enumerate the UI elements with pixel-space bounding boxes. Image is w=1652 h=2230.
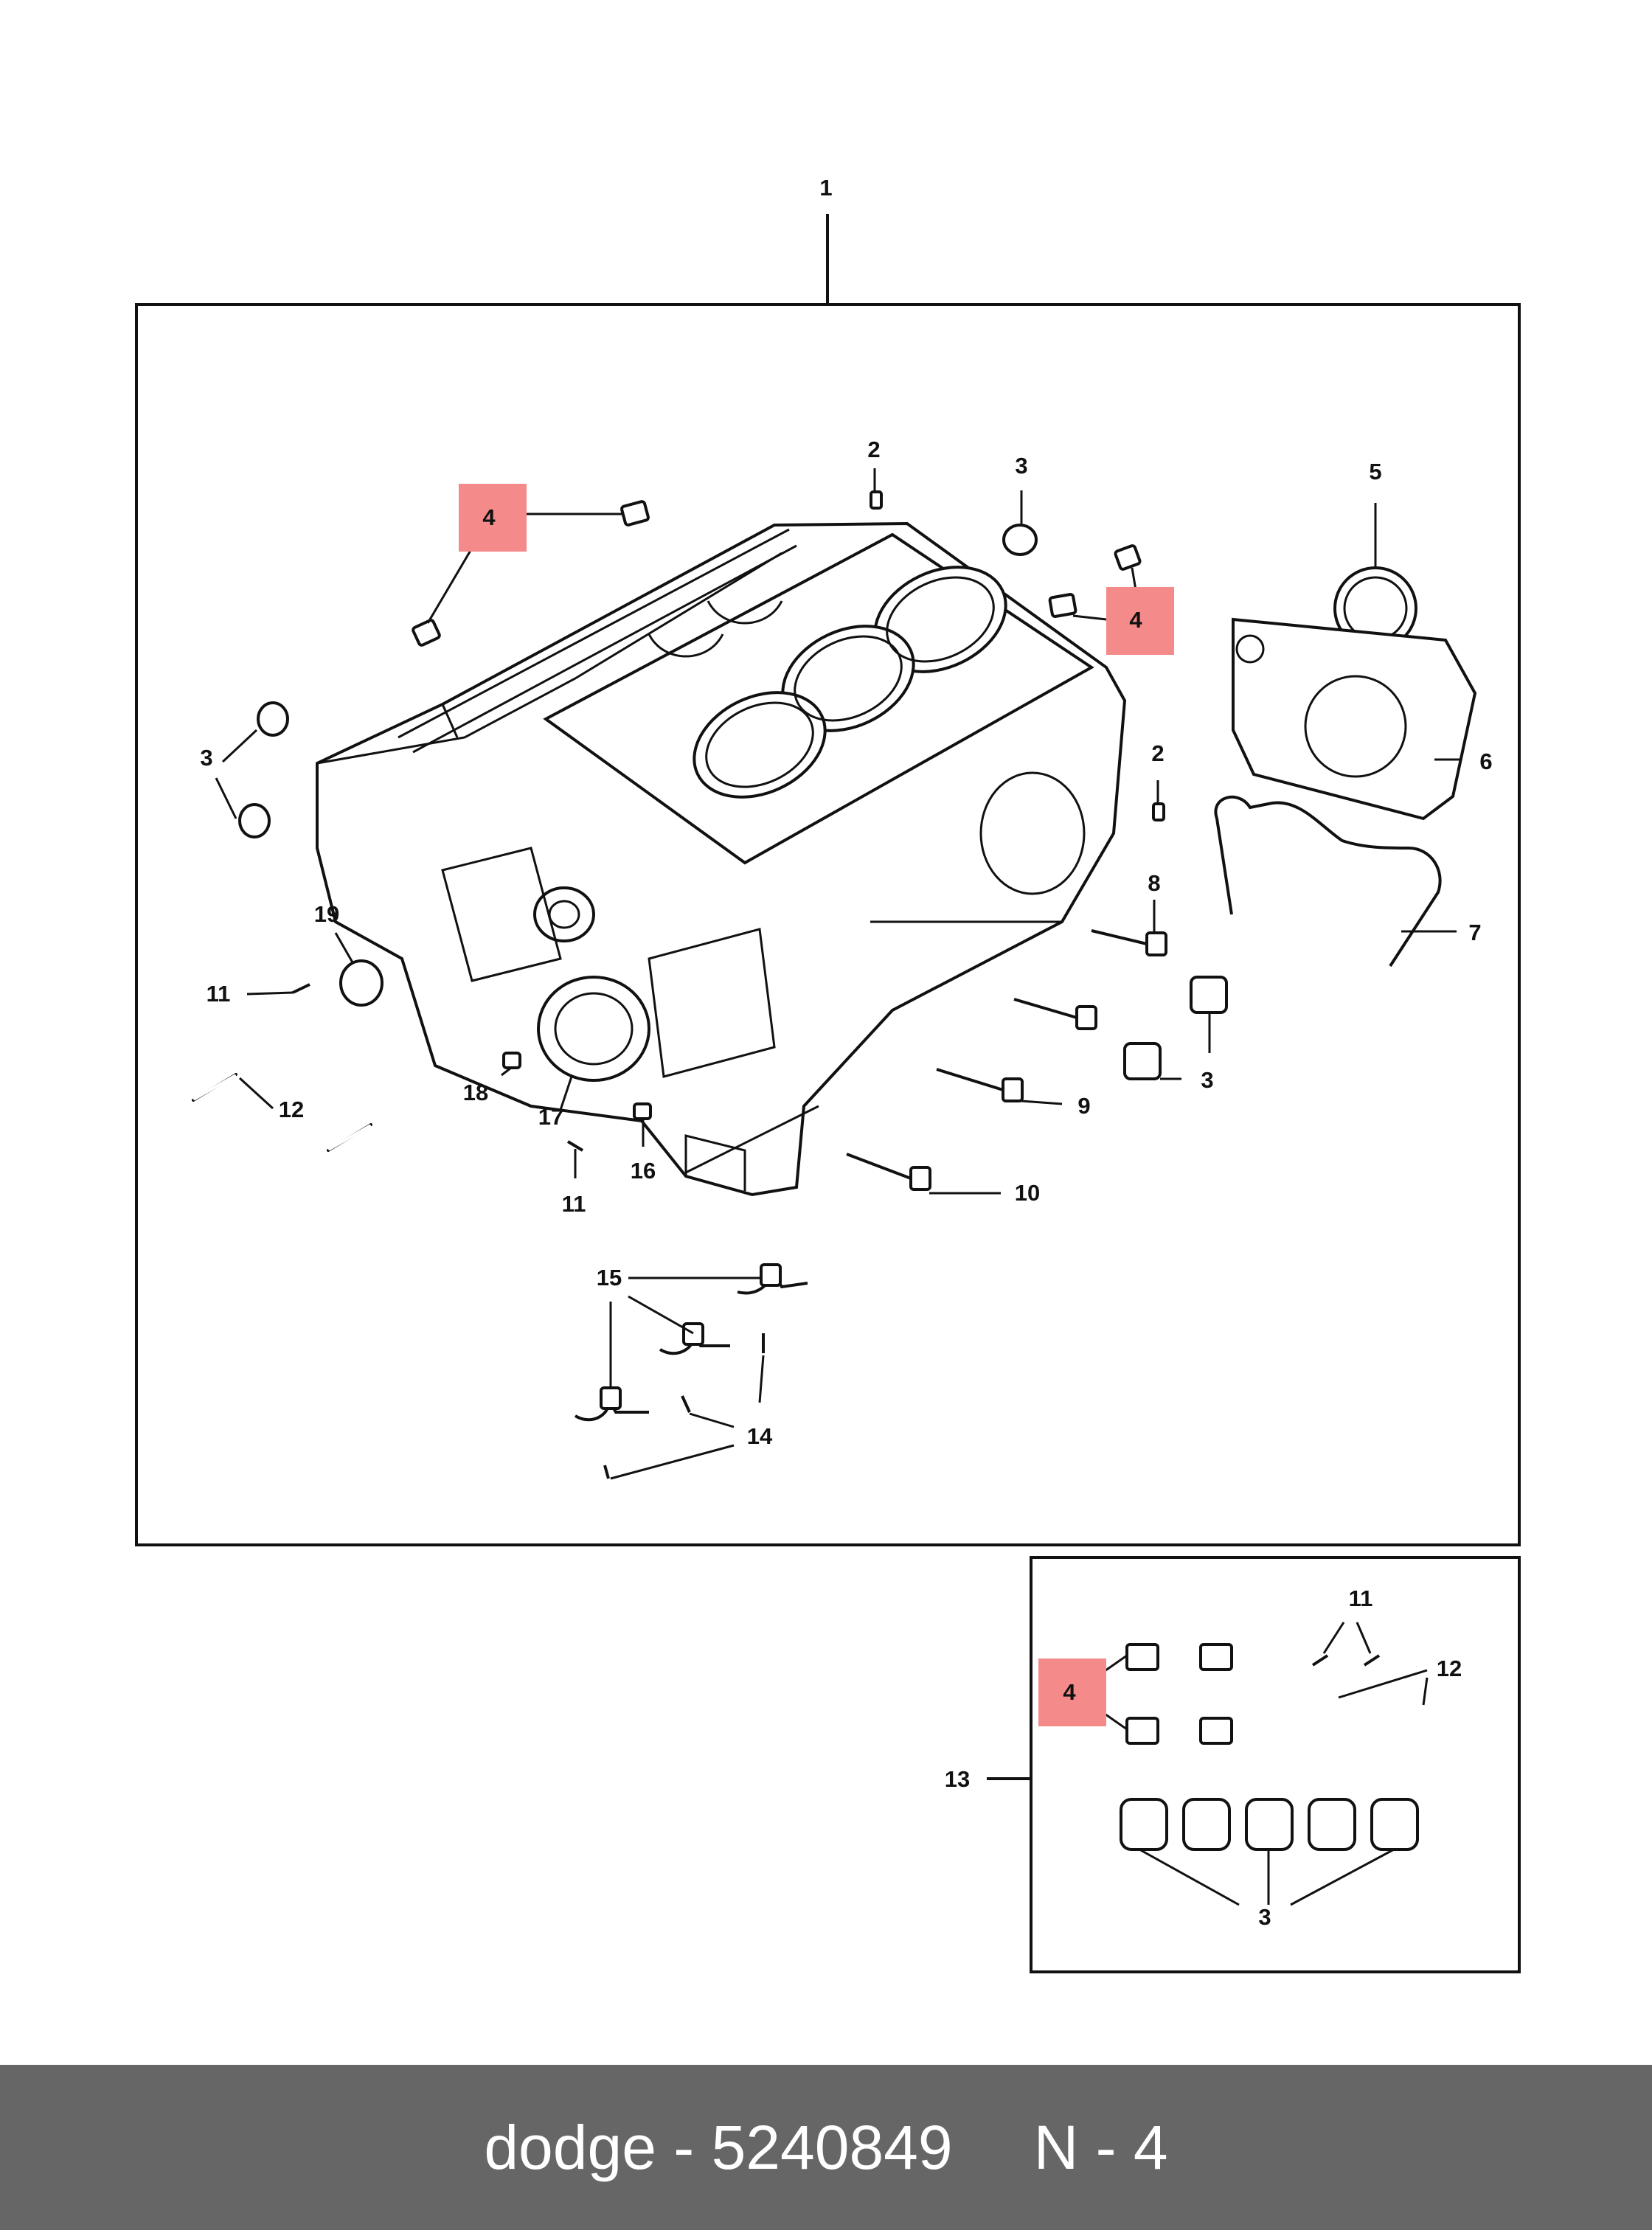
callout-4-left: 4	[482, 504, 496, 530]
callout-18: 18	[463, 1080, 488, 1105]
oil-jet-15-a	[737, 1263, 808, 1295]
plug-3-left-b	[238, 803, 271, 838]
subkit-sleeve-3	[1125, 1717, 1159, 1745]
dowel-pin-2-top	[870, 490, 883, 510]
plug-3-top	[1002, 524, 1038, 556]
bearing-3-b	[1123, 1042, 1162, 1080]
callout-13: 13	[945, 1766, 970, 1792]
callout-4-right: 4	[1129, 607, 1142, 633]
plug-16	[633, 1102, 652, 1120]
pin-11-left	[292, 983, 310, 994]
oil-jet-15-c	[574, 1386, 649, 1422]
footer-bar: dodge - 5240849 N - 4	[0, 2065, 1652, 2230]
seal-retainer-6	[1232, 617, 1477, 821]
callout-3-left: 3	[200, 745, 212, 771]
callout-2-top: 2	[867, 437, 880, 462]
callout-6: 6	[1479, 748, 1492, 774]
dowel-pin-2-right	[1152, 802, 1165, 822]
callout-1: 1	[819, 175, 832, 201]
dowel-sleeve-4-top	[620, 500, 650, 527]
plug-3-left-a	[257, 701, 289, 737]
subkit-frame	[1030, 1556, 1521, 1973]
oil-jet-15-b	[659, 1322, 730, 1355]
callout-2-right: 2	[1151, 740, 1164, 766]
brand-name: dodge	[484, 2112, 656, 2182]
bolt-10	[846, 1153, 931, 1191]
callout-4-subkit: 4	[1063, 1679, 1076, 1705]
subkit-pin-2	[1363, 1654, 1381, 1667]
callout-11-left: 11	[206, 981, 231, 1007]
callout-9: 9	[1077, 1093, 1090, 1119]
bearing-3-a	[1190, 976, 1228, 1014]
seal-19	[339, 959, 384, 1007]
subkit-sleeve-2	[1199, 1643, 1233, 1671]
callout-12-subkit: 12	[1437, 1656, 1462, 1681]
highlight-4-right	[1106, 587, 1174, 655]
highlight-4-left	[459, 484, 527, 552]
bolt-14-c	[603, 1465, 610, 1479]
subkit-sleeve-1	[1125, 1643, 1159, 1671]
callout-10: 10	[1015, 1180, 1040, 1206]
highlight-4-subkit	[1038, 1658, 1106, 1726]
pin-11-bottom	[566, 1140, 584, 1152]
bolt-14-b	[681, 1395, 691, 1413]
footer-separator: -	[673, 2112, 695, 2182]
callout-19: 19	[314, 901, 339, 927]
callout-17: 17	[538, 1104, 563, 1130]
bolt-9-a	[1013, 998, 1097, 1030]
dowel-sleeve-4-right2	[1114, 544, 1142, 571]
cylinder-bore-3	[693, 691, 827, 799]
bolt-8	[1091, 929, 1167, 956]
dowel-sleeve-4-right	[1048, 593, 1077, 618]
plug-18	[502, 1052, 521, 1069]
engine-block	[316, 521, 1127, 1197]
subkit-bearings	[1120, 1798, 1419, 1851]
subkit-sleeve-4	[1199, 1717, 1233, 1745]
part-number: 5240849	[711, 2112, 953, 2182]
callout-15: 15	[597, 1265, 622, 1291]
item-reference: N - 4	[1033, 2112, 1168, 2182]
callout-12-left: 12	[279, 1097, 304, 1122]
callout-14: 14	[747, 1423, 773, 1449]
callout-3-subkit: 3	[1258, 1904, 1271, 1930]
callout-11-subkit: 11	[1349, 1585, 1373, 1611]
callout-3-right: 3	[1201, 1067, 1213, 1093]
callout-3-top: 3	[1015, 453, 1027, 479]
callout-11-bottom: 11	[562, 1191, 586, 1217]
callout-8: 8	[1148, 870, 1160, 896]
callout-7: 7	[1468, 920, 1481, 945]
callout-5: 5	[1369, 459, 1381, 484]
parts-diagram: 1 2 3 4 4 5 6 2 3 7 8 19 11 3 9 12 18 17…	[135, 175, 1521, 1973]
callout-16: 16	[631, 1158, 656, 1184]
bolt-9-b	[936, 1068, 1024, 1102]
subkit-pin-1	[1311, 1654, 1329, 1667]
gasket-7	[1214, 795, 1442, 968]
dowel-sleeve-4-left	[412, 619, 441, 647]
